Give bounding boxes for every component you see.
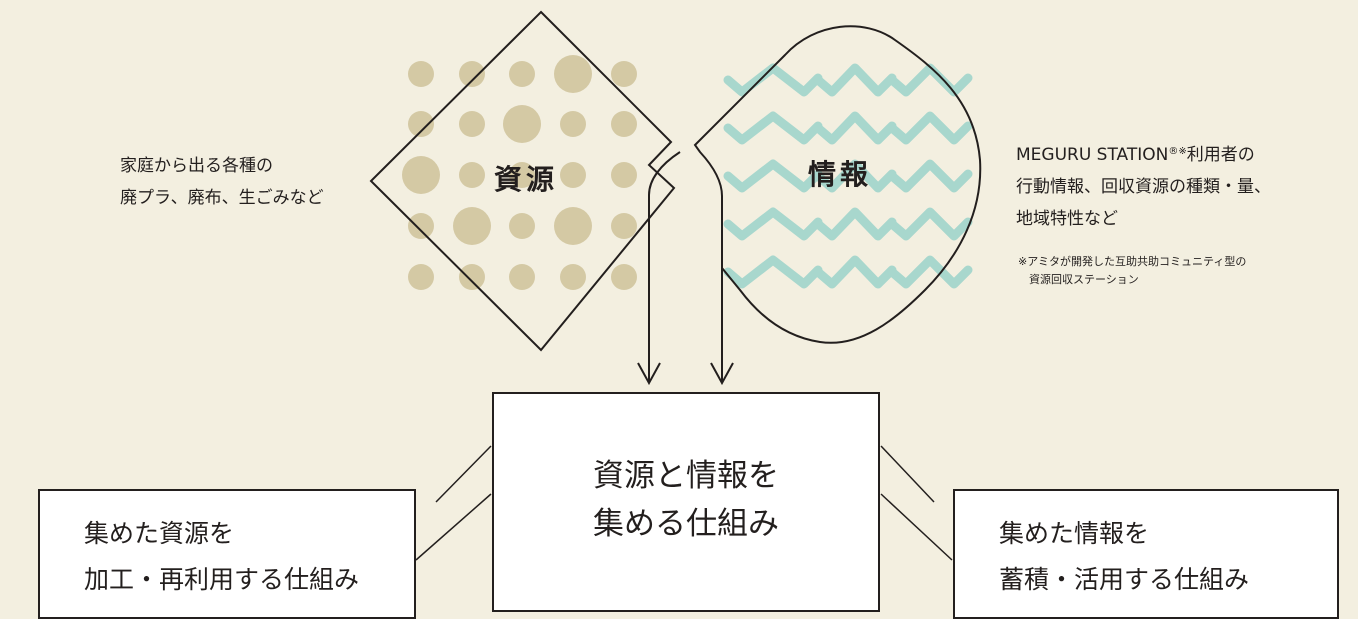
resource-diamond-outline	[369, 10, 676, 352]
information-wave	[887, 111, 973, 145]
resource-dot	[560, 111, 586, 137]
left-box-line1: 集めた資源を	[84, 519, 235, 548]
information-utilization-box: 集めた情報を 蓄積・活用する仕組み	[953, 489, 1339, 619]
resource-dot	[611, 162, 637, 188]
resource-dot	[509, 162, 535, 188]
resource-dot	[503, 105, 541, 143]
resource-dot	[611, 61, 637, 87]
resource-description: 家庭から出る各種の 廃プラ、廃布、生ごみなど	[120, 150, 324, 214]
resource-dot	[408, 111, 434, 137]
resource-dot	[459, 264, 485, 290]
center-box-line2: 集める仕組み	[593, 506, 779, 542]
information-wave	[813, 111, 897, 145]
information-wave	[723, 63, 823, 97]
resource-label: 資源	[494, 163, 559, 196]
connector-left-1	[435, 445, 492, 503]
resource-dot	[509, 61, 535, 87]
information-desc-line3: 地域特性など	[1016, 209, 1118, 229]
connector-right-1	[880, 445, 935, 503]
information-wave	[887, 63, 973, 97]
information-wave	[723, 207, 823, 241]
information-wave	[723, 159, 823, 193]
information-wave	[813, 255, 897, 289]
resource-dot	[402, 156, 440, 194]
arrow-left-head	[637, 362, 661, 386]
left-box-line2: 加工・再利用する仕組み	[84, 565, 360, 594]
resource-dot	[459, 61, 485, 87]
flow-line-left	[648, 151, 681, 383]
information-wave	[813, 207, 897, 241]
information-wave	[887, 159, 973, 193]
information-wave	[887, 207, 973, 241]
resource-processing-box: 集めた資源を 加工・再利用する仕組み	[38, 489, 416, 619]
resource-dot	[611, 264, 637, 290]
information-description: MEGURU STATION®※利用者の 行動情報、回収資源の種類・量、 地域特…	[1016, 136, 1271, 235]
resource-dot	[408, 61, 434, 87]
resource-dot	[560, 162, 586, 188]
center-box-line1: 資源と情報を	[593, 458, 779, 494]
information-wave	[813, 63, 897, 97]
meguru-station-name: MEGURU STATION	[1016, 145, 1169, 165]
resource-desc-line2: 廃プラ、廃布、生ごみなど	[120, 188, 324, 208]
resource-dot	[408, 213, 434, 239]
information-wave	[813, 159, 897, 193]
resource-dot	[453, 207, 491, 245]
connector-right-2	[880, 493, 953, 561]
information-label: 情報	[808, 158, 873, 191]
information-wave-pattern	[723, 63, 973, 289]
information-desc-line2: 行動情報、回収資源の種類・量、	[1016, 177, 1271, 197]
resource-dot	[509, 213, 535, 239]
right-box-line2: 蓄積・活用する仕組み	[999, 565, 1250, 594]
resource-desc-line1: 家庭から出る各種の	[120, 156, 273, 176]
footnote-line1: ※アミタが開発した互助共助コミュニティ型の	[1018, 255, 1247, 268]
information-desc-line1: MEGURU STATION®※利用者の	[1016, 136, 1271, 171]
information-blob-outline	[693, 25, 982, 344]
resource-dot	[509, 264, 535, 290]
footnote: ※アミタが開発した互助共助コミュニティ型の 資源回収ステーション	[1018, 253, 1246, 289]
resource-dot	[611, 111, 637, 137]
resource-dot	[611, 213, 637, 239]
information-desc-line1-rest: 利用者の	[1186, 145, 1255, 165]
collection-mechanism-box: 資源と情報を 集める仕組み	[492, 392, 880, 612]
resource-dot	[554, 55, 592, 93]
right-box-line1: 集めた情報を	[999, 519, 1150, 548]
resource-dot	[560, 264, 586, 290]
resource-dot	[459, 111, 485, 137]
resource-dot-pattern	[402, 55, 637, 290]
information-wave	[887, 255, 973, 289]
information-wave	[723, 111, 823, 145]
registered-mark: ®※	[1168, 146, 1187, 157]
connector-left-2	[415, 493, 492, 561]
information-wave	[723, 255, 823, 289]
resource-dot	[459, 162, 485, 188]
flow-diagram-graphics	[369, 10, 982, 561]
footnote-line2: 資源回収ステーション	[1029, 273, 1139, 286]
resource-dot	[554, 207, 592, 245]
resource-dot	[408, 264, 434, 290]
